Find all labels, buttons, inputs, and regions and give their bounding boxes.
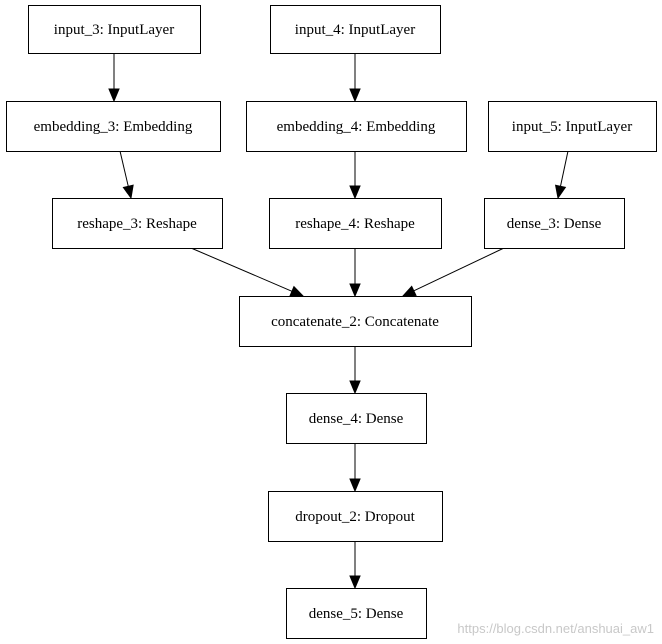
edge-dense-3-to-concatenate-2 [401, 247, 505, 297]
edge-concatenate-2-to-dense-4 [349, 346, 361, 395]
arrowhead-icon [122, 184, 134, 200]
node-label: input_5: InputLayer [512, 119, 632, 135]
arrowhead-icon [289, 285, 305, 297]
node-label: dense_3: Dense [507, 216, 602, 232]
edge-line [413, 247, 505, 292]
edge-dense-4-to-dropout-2 [349, 443, 361, 493]
edge-line [190, 247, 293, 292]
arrowhead-icon [108, 88, 120, 103]
edge-input-3-to-embedding-3 [108, 53, 120, 103]
node-box [28, 5, 201, 54]
node-label: reshape_4: Reshape [295, 216, 415, 232]
node-dense-5: dense_5: Dense [286, 588, 427, 639]
node-box [268, 491, 443, 542]
node-box [286, 393, 427, 444]
node-label: dense_4: Dense [309, 411, 404, 427]
node-concatenate-2: concatenate_2: Concatenate [239, 296, 472, 347]
node-box [6, 101, 221, 152]
node-box [484, 198, 625, 249]
node-reshape-3: reshape_3: Reshape [52, 198, 223, 249]
node-box [270, 5, 441, 54]
node-box [246, 101, 467, 152]
node-label: reshape_3: Reshape [77, 216, 197, 232]
node-box [488, 101, 657, 152]
edges-layer [108, 53, 569, 590]
arrowhead-icon [349, 575, 361, 590]
edge-line [560, 150, 569, 187]
node-input-5: input_5: InputLayer [488, 101, 657, 152]
arrowhead-icon [554, 184, 567, 200]
node-box [269, 198, 442, 249]
node-label: input_3: InputLayer [54, 22, 174, 38]
node-box [286, 588, 427, 639]
nodes-layer: input_3: InputLayer input_4: InputLayer em… [6, 5, 657, 639]
watermark: https://blog.csdn.net/anshuai_aw1 [457, 621, 654, 636]
node-dropout-2: dropout_2: Dropout [268, 491, 443, 542]
node-label: embedding_4: Embedding [277, 119, 436, 135]
node-label: input_4: InputLayer [295, 22, 415, 38]
node-label: dense_5: Dense [309, 606, 404, 622]
arrowhead-icon [401, 285, 417, 297]
edge-dropout-2-to-dense-5 [349, 541, 361, 590]
arrowhead-icon [349, 478, 361, 493]
edge-embedding-4-to-reshape-4 [349, 151, 361, 200]
node-input-4: input_4: InputLayer [270, 5, 441, 54]
node-dense-3: dense_3: Dense [484, 198, 625, 249]
node-label: embedding_3: Embedding [34, 119, 193, 135]
edge-reshape-3-to-concatenate-2 [190, 247, 305, 297]
node-label: concatenate_2: Concatenate [271, 314, 439, 330]
node-reshape-4: reshape_4: Reshape [269, 198, 442, 249]
node-input-3: input_3: InputLayer [28, 5, 201, 54]
node-dense-4: dense_4: Dense [286, 393, 427, 444]
arrowhead-icon [349, 380, 361, 395]
edge-embedding-3-to-reshape-3 [119, 150, 134, 200]
arrowhead-icon [349, 185, 361, 200]
arrowhead-icon [349, 88, 361, 103]
edge-input-5-to-dense-3 [554, 150, 569, 200]
edge-input-4-to-embedding-4 [349, 53, 361, 103]
node-box [239, 296, 472, 347]
node-label: dropout_2: Dropout [295, 509, 415, 525]
edge-line [119, 150, 129, 187]
node-box [52, 198, 223, 249]
node-embedding-4: embedding_4: Embedding [246, 101, 467, 152]
node-embedding-3: embedding_3: Embedding [6, 101, 221, 152]
arrowhead-icon [349, 283, 361, 298]
edge-reshape-4-to-concatenate-2 [349, 248, 361, 298]
